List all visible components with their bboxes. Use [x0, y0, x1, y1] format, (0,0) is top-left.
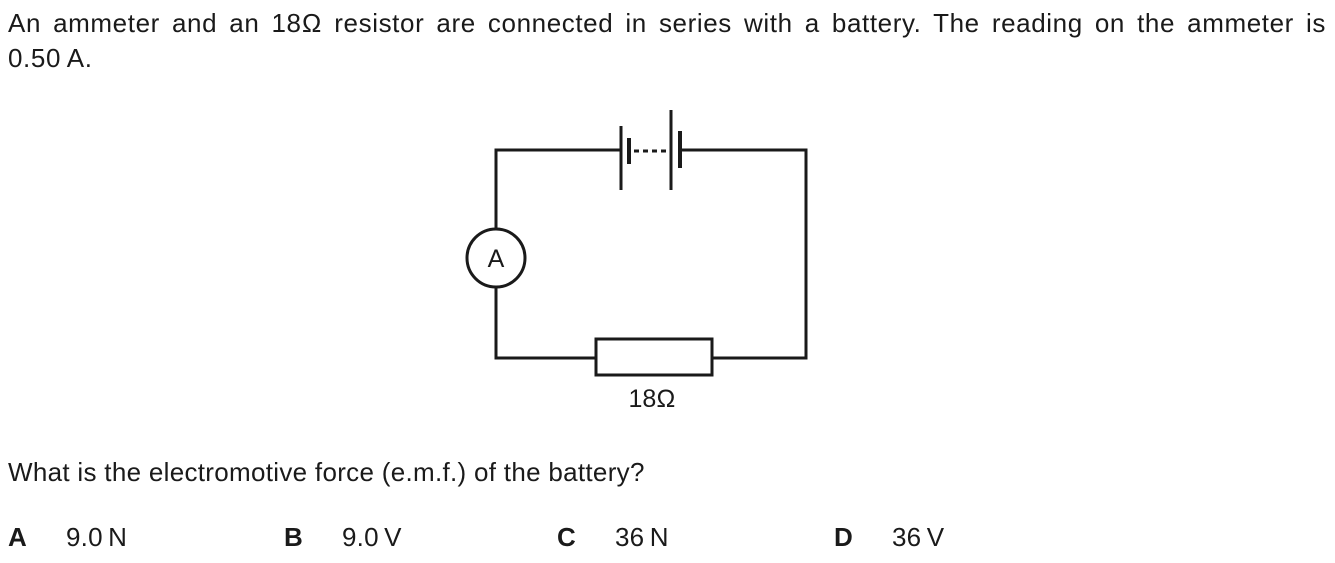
option-a-letter: A	[8, 522, 27, 552]
wire-top-right	[678, 148, 808, 360]
option-d-value: 36 V	[892, 522, 945, 552]
ammeter-symbol: A	[465, 227, 527, 289]
option-a-value: 9.0 N	[66, 522, 128, 552]
resistor-symbol	[594, 337, 714, 377]
option-b[interactable]: B 9.0 V	[284, 520, 402, 555]
battery-symbol	[619, 110, 682, 190]
option-a[interactable]: A 9.0 N	[8, 520, 127, 555]
ammeter-label: A	[488, 245, 505, 273]
resistor-label: 18Ω	[628, 385, 675, 413]
option-c-value: 36 N	[615, 522, 669, 552]
option-d[interactable]: D 36 V	[834, 520, 944, 555]
question-text: An ammeter and an 18Ω resistor are conne…	[8, 8, 1326, 73]
option-b-letter: B	[284, 522, 303, 552]
option-c-letter: C	[557, 522, 576, 552]
ammeter-circle	[465, 227, 527, 289]
option-d-letter: D	[834, 522, 853, 552]
option-b-value: 9.0 V	[342, 522, 402, 552]
option-c[interactable]: C 36 N	[557, 520, 669, 555]
question-prompt: What is the electromotive force (e.m.f.)…	[8, 457, 645, 487]
wire-left-lower	[494, 285, 598, 360]
